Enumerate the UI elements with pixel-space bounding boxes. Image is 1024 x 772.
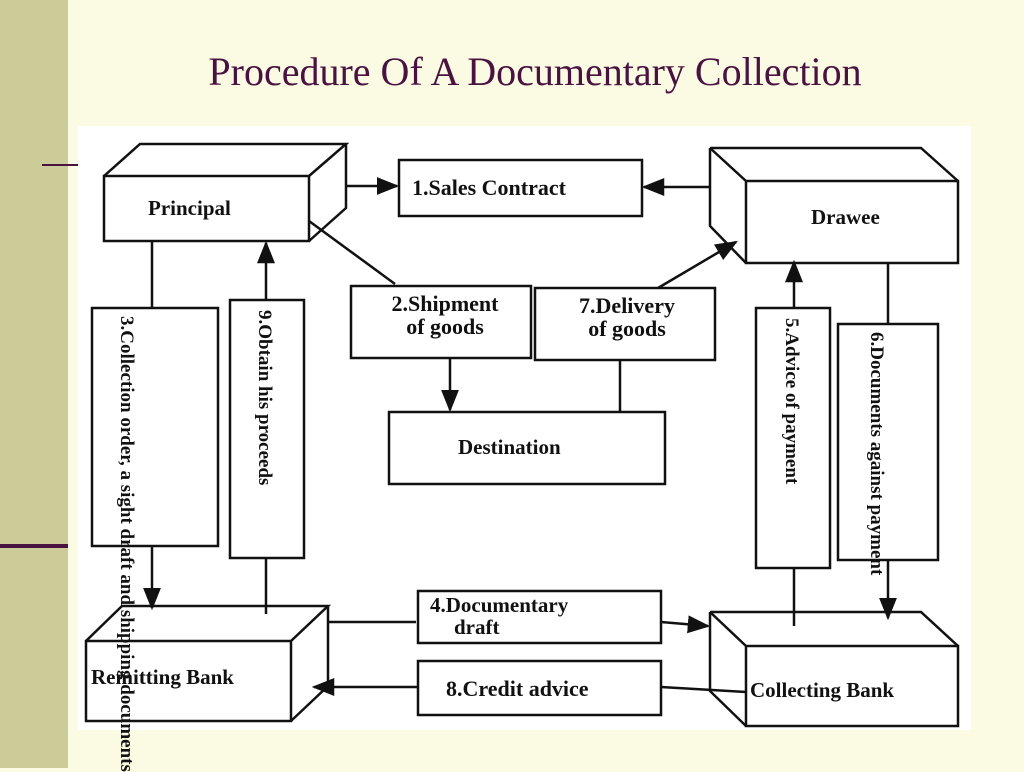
step2-line1: 2.Shipment <box>391 291 499 316</box>
connectors <box>143 177 897 696</box>
slide-title: Procedure Of A Documentary Collection <box>208 49 862 94</box>
step8-label: 8.Credit advice <box>446 676 589 701</box>
principal-label: Principal <box>148 196 231 220</box>
step2-line2: of goods <box>406 314 484 340</box>
step2-box <box>349 284 533 360</box>
collecting-bank-box <box>708 610 960 728</box>
collecting-bank-label: Collecting Bank <box>750 678 895 702</box>
step2-label: 2.Shipment of goods <box>370 292 520 338</box>
collection-diagram: Principal Drawee Remitting Bank Collecti… <box>78 126 971 772</box>
decorative-rule <box>0 544 68 548</box>
sidebar-band <box>0 0 68 768</box>
step7-label: 7.Delivery of goods <box>552 294 702 340</box>
step7-line1: 7.Delivery <box>579 293 675 318</box>
diagram-graphics <box>84 142 960 728</box>
step7-box <box>533 286 717 362</box>
destination-label: Destination <box>458 435 561 459</box>
step4-box <box>416 589 663 645</box>
step3-box <box>90 306 220 548</box>
step9-label: 9.Obtain his proceeds <box>254 310 275 486</box>
step4-label: 4.Documentary draft <box>430 594 568 638</box>
remitting-bank-label: Remitting Bank <box>91 665 234 689</box>
step3-line1: 3.Collection order, <box>116 316 137 466</box>
step4-line1: 4.Documentary <box>430 593 569 617</box>
remitting-bank-box <box>84 604 332 723</box>
step6-line2: payment <box>866 504 887 576</box>
step6-label: 6.Documents against payment <box>866 332 887 575</box>
step1-label: 1.Sales Contract <box>412 175 566 200</box>
drawee-label: Drawee <box>811 205 880 229</box>
step3-line3: shipping documents <box>116 609 137 772</box>
step3-line2: a sight draft and <box>116 470 137 606</box>
step6-line1: 6.Documents against <box>866 332 887 500</box>
step3-label: 3.Collection order, a sight draft and sh… <box>116 316 137 772</box>
principal-box <box>102 142 350 243</box>
decorative-rule <box>42 164 82 166</box>
step5-label: 5.Advice of payment <box>781 318 802 485</box>
destination-box <box>387 410 667 486</box>
step4-line2: draft <box>454 615 500 640</box>
step7-line2: of goods <box>588 316 666 342</box>
step6-box <box>836 322 940 562</box>
